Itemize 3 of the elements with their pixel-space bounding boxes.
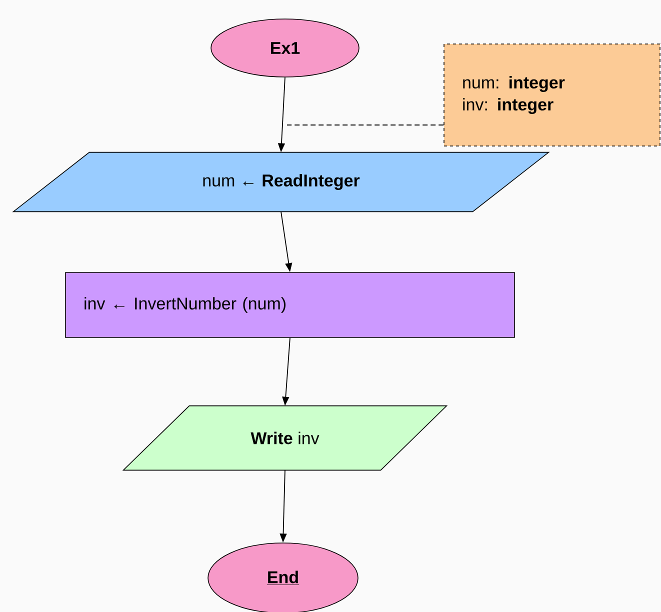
annotation-box: num: integer inv: integer: [444, 44, 660, 146]
leader-line: [286, 124, 444, 126]
process-box: inv ← InvertNumber (num): [65, 272, 515, 338]
